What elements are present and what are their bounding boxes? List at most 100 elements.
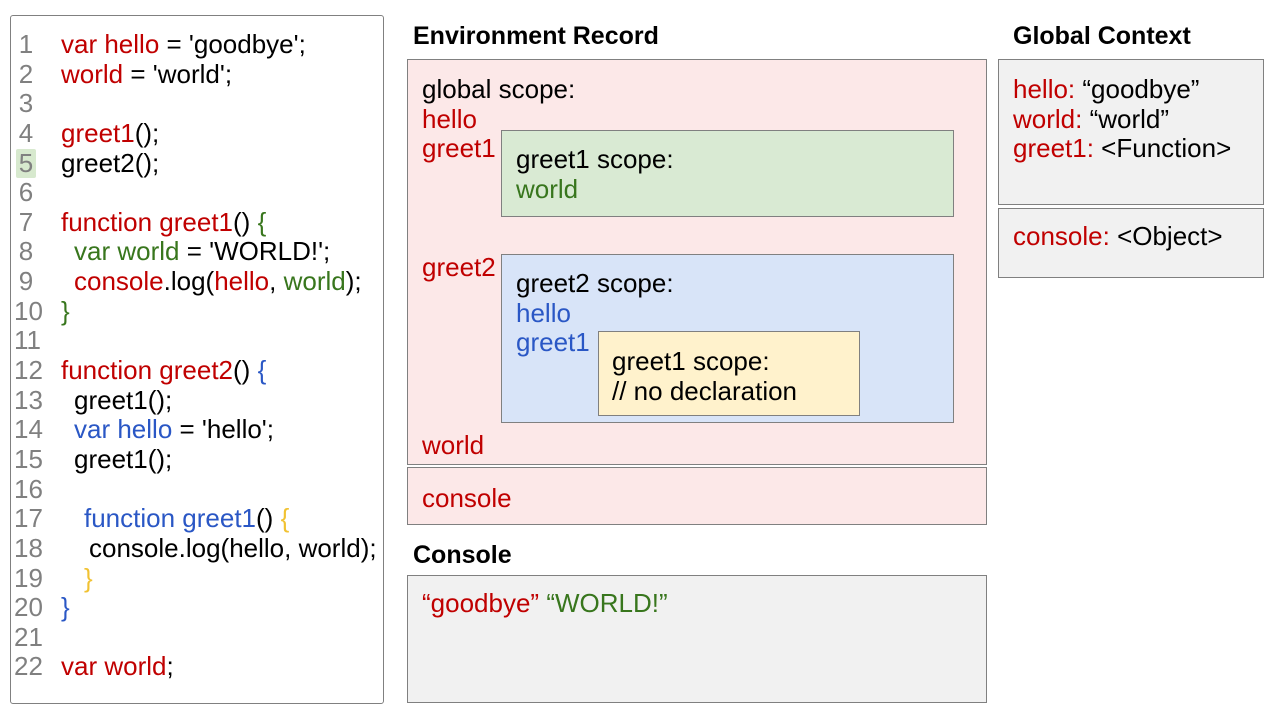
scope-variable: world bbox=[516, 173, 579, 204]
code-text: function greet2() { bbox=[61, 355, 267, 386]
line-number: 9 bbox=[11, 266, 41, 297]
code-text: function greet1() { bbox=[61, 503, 289, 534]
code-line: 15 greet1(); bbox=[11, 444, 383, 475]
code-token: () bbox=[233, 355, 258, 386]
line-number: 16 bbox=[11, 474, 43, 505]
console-scope-box: console bbox=[407, 467, 987, 525]
code-text: } bbox=[61, 592, 70, 623]
line-number-digit: 22 bbox=[14, 651, 43, 682]
code-token: = 'WORLD!'; bbox=[179, 236, 331, 267]
variable-value: <Object> bbox=[1109, 221, 1223, 251]
code-text: greet1(); bbox=[61, 444, 172, 475]
line-number: 8 bbox=[11, 237, 41, 267]
line-number: 17 bbox=[11, 504, 43, 534]
global-context-builtins-box: console: <Object> bbox=[998, 208, 1264, 278]
scope-variable: world bbox=[422, 429, 485, 460]
code-text: function greet1() { bbox=[61, 207, 266, 238]
code-token: function greet2 bbox=[61, 355, 234, 386]
code-text: var hello = 'goodbye'; bbox=[61, 29, 306, 60]
code-token: = 'goodbye'; bbox=[159, 29, 306, 59]
greet1-scope-box: greet1 scope: world bbox=[501, 130, 954, 217]
line-number-digit: 19 bbox=[14, 562, 43, 593]
code-line: 7 function greet1() { bbox=[11, 206, 383, 238]
line-number: 11 bbox=[11, 326, 41, 356]
line-number: 20 bbox=[11, 593, 43, 623]
code-text: console.log(hello, world); bbox=[61, 266, 362, 297]
console-output-segment: “WORLD!” bbox=[546, 588, 668, 618]
line-number-digit: 3 bbox=[18, 88, 34, 119]
line-number-digit: 2 bbox=[18, 58, 34, 89]
code-line: 14 var hello = 'hello'; bbox=[11, 415, 383, 445]
code-text: var world = 'WORLD!'; bbox=[61, 237, 330, 267]
code-token: ); bbox=[345, 266, 362, 297]
global-context-variables-box: hello: “goodbye”world: “world”greet1: <F… bbox=[998, 59, 1264, 205]
greet1-scope-heading: greet1 scope: bbox=[516, 144, 674, 174]
code-token: var hello bbox=[61, 29, 160, 59]
code-text: var hello = 'hello'; bbox=[61, 415, 274, 445]
line-number-digit: 8 bbox=[18, 236, 34, 267]
line-number-digit: 11 bbox=[14, 325, 41, 356]
code-text: } bbox=[61, 296, 70, 327]
line-number: 18 bbox=[11, 533, 43, 564]
variable-name: world: bbox=[1013, 103, 1083, 134]
line-number: 14 bbox=[11, 415, 43, 445]
line-number-digit: 9 bbox=[18, 266, 34, 297]
greet1-scope-entries: world bbox=[516, 173, 674, 205]
variable-value: “world” bbox=[1082, 103, 1170, 134]
line-number: 2 bbox=[11, 58, 41, 90]
code-line: 16 bbox=[11, 474, 383, 505]
code-token: } bbox=[84, 562, 93, 593]
line-number: 6 bbox=[11, 178, 41, 208]
code-text: greet1(); bbox=[61, 117, 159, 149]
line-number-digit: 6 bbox=[18, 177, 34, 208]
greet2-scope-heading: greet2 scope: bbox=[516, 268, 674, 298]
code-token: console.log(hello, world); bbox=[89, 532, 377, 563]
global-context-builtins: console: <Object> bbox=[1013, 221, 1223, 252]
line-number-digit: 20 bbox=[14, 592, 43, 623]
code-token: var world bbox=[74, 236, 180, 267]
code-token: greet2(); bbox=[61, 147, 160, 178]
code-line: 10} bbox=[11, 295, 383, 327]
code-token: function greet1 bbox=[84, 503, 257, 534]
line-number: 7 bbox=[11, 206, 41, 238]
variable-value: <Function> bbox=[1093, 133, 1232, 164]
code-token: world bbox=[283, 266, 346, 297]
line-number-digit: 15 bbox=[14, 443, 43, 474]
code-token: { bbox=[257, 355, 267, 386]
line-number-digit: 7 bbox=[18, 206, 34, 237]
code-line: 12 function greet2() { bbox=[11, 355, 383, 386]
code-token: () bbox=[256, 503, 281, 534]
line-number-digit: 13 bbox=[14, 384, 43, 415]
code-text: console.log(hello, world); bbox=[61, 532, 377, 564]
code-token: } bbox=[61, 592, 70, 623]
global-context-title: Global Context bbox=[1013, 22, 1191, 50]
code-token: , bbox=[269, 266, 284, 297]
line-number-digit: 4 bbox=[18, 117, 34, 148]
code-token: var hello bbox=[74, 414, 173, 445]
context-variable-row: greet1: <Function> bbox=[1013, 133, 1232, 164]
code-line: 3 bbox=[11, 89, 383, 119]
code-line: 22 var world; bbox=[11, 652, 383, 682]
code-line: 8 var world = 'WORLD!'; bbox=[11, 237, 383, 267]
code-token: world bbox=[61, 58, 124, 89]
code-token: greet1 bbox=[61, 117, 135, 148]
scope-variable bbox=[422, 223, 575, 253]
code-text: var world; bbox=[61, 652, 174, 682]
line-number-digit: 21 bbox=[14, 621, 43, 652]
line-number: 15 bbox=[11, 444, 43, 475]
line-number-digit: 18 bbox=[14, 532, 43, 563]
context-variable-row: console: <Object> bbox=[1013, 221, 1223, 252]
line-number-digit: 1 bbox=[18, 29, 34, 59]
console-output-segment: “goodbye” bbox=[422, 588, 540, 618]
line-number-digit: 10 bbox=[14, 295, 43, 326]
variable-name: greet1: bbox=[1013, 133, 1094, 164]
inner-greet1-scope-comment: // no declaration bbox=[612, 375, 798, 406]
line-number: 12 bbox=[11, 355, 43, 386]
line-number: 22 bbox=[11, 652, 43, 682]
line-number-digit: 17 bbox=[14, 503, 43, 534]
